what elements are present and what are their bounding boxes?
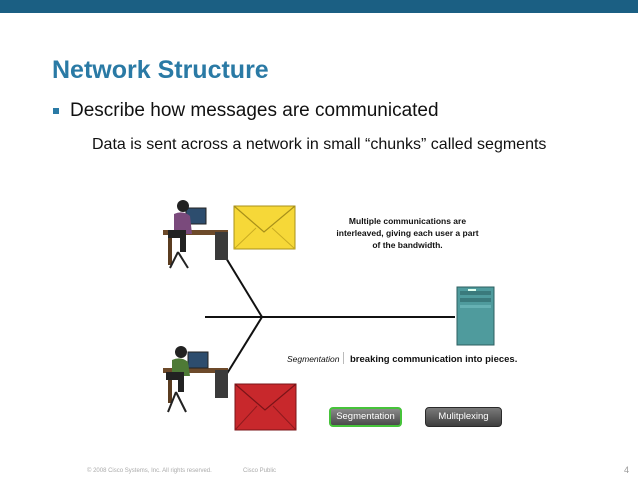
segmentation-definition: breaking communication into pieces. (350, 354, 518, 365)
caption-line: of the bandwidth. (372, 240, 443, 250)
yellow-envelope-icon (233, 205, 296, 250)
sub-bullet-text: Data is sent across a network in small “… (92, 136, 547, 153)
red-envelope-icon (234, 383, 297, 431)
interleave-caption: Multiple communications are interleaved,… (330, 215, 485, 251)
footer-classification: Cisco Public (243, 468, 277, 474)
slide-title: Network Structure (52, 56, 269, 84)
network-diagram (150, 190, 525, 440)
server-icon (456, 286, 495, 346)
user-workstation-top-icon (163, 200, 228, 269)
segmentation-button[interactable]: Segmentation (329, 407, 402, 427)
segmentation-term: Segmentation (287, 354, 340, 364)
multiplexing-button[interactable]: Mulitplexing (425, 407, 502, 427)
bullet-text: Describe how messages are communicated (70, 100, 439, 121)
caption-line: Multiple communications are (348, 216, 467, 226)
footer-copyright: © 2008 Cisco Systems, Inc. All rights re… (87, 468, 212, 474)
connection-lines (205, 252, 455, 381)
user-workstation-bottom-icon (163, 346, 228, 413)
top-banner (0, 0, 638, 13)
term-divider (343, 352, 344, 364)
bullet-marker (53, 108, 59, 114)
page-number: 4 (624, 465, 630, 475)
caption-line: interleaved, giving each user a part (336, 228, 479, 238)
